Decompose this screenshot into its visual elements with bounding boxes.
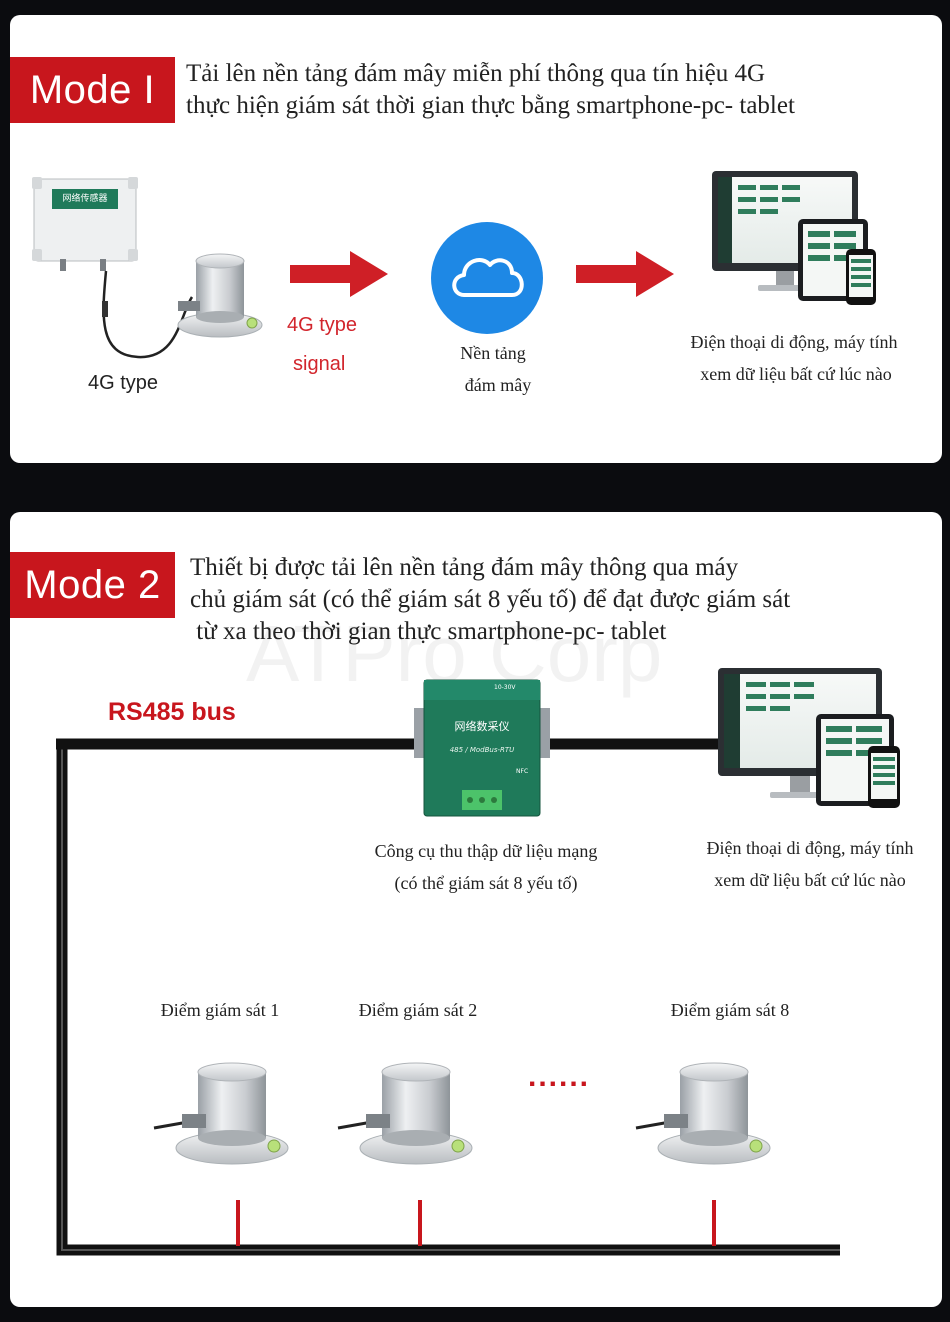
sensor-icon <box>177 253 263 338</box>
mode-1-heading-line-2: thực hiện giám sát thời gian thực bằng s… <box>186 92 795 119</box>
transmitter-screen-text: 网络传感器 <box>62 194 108 204</box>
monitor-label-line-1: Điện thoại di động, máy tính <box>690 332 898 352</box>
mode-1-heading-line-1: Tải lên nền tảng đám mây miễn phí thông … <box>186 60 766 87</box>
mode-1-badge: Mode I <box>10 57 175 123</box>
mode-2-badge: Mode 2 <box>10 552 175 618</box>
collector-label-line-1: Công cụ thu thập dữ liệu mạng <box>374 841 598 861</box>
monitor-label-line-2: xem dữ liệu bất cứ lúc nào <box>700 364 892 384</box>
monitoring-point-label: Điểm giám sát 1 <box>160 1000 280 1020</box>
collector-title: 网络数采仪 <box>454 720 510 733</box>
collector-voltage: 10-30V <box>494 684 516 691</box>
signal-label-line-2: signal <box>293 353 346 375</box>
collector-subtitle: 485 / ModBus-RTU <box>449 746 515 754</box>
monitor-label-line-2: xem dữ liệu bất cứ lúc nào <box>714 870 906 890</box>
mode-2-heading-line-3: từ xa theo thời gian thực smartphone-pc-… <box>190 618 667 645</box>
monitor-label-line-1: Điện thoại di động, máy tính <box>706 838 914 858</box>
cloud-icon <box>431 222 543 334</box>
transmitter-box-icon <box>32 177 138 271</box>
rs485-bus-wire <box>56 738 840 1256</box>
sensor-icon <box>337 1062 473 1165</box>
mode-1-panel: Mode I Tải lên nền tảng đám mây miễn phí… <box>10 15 942 463</box>
sensor-icon <box>635 1062 771 1165</box>
signal-label-line-1: 4G type <box>287 314 358 336</box>
monitoring-point-label: Điểm giám sát 8 <box>670 1000 790 1020</box>
collector-nfc: NFC <box>516 768 529 775</box>
mode-2-panel: Mode 2 Thiết bị được tải lên nền tảng đá… <box>10 512 942 1307</box>
mode-2-heading-line-2: chủ giám sát (có thể giám sát 8 yếu tố) … <box>190 586 791 613</box>
collector-label-line-2: (có thể giám sát 8 yếu tố) <box>394 873 578 893</box>
multi-device-icon <box>718 668 900 808</box>
device-type-label: 4G type <box>88 372 159 394</box>
data-collector-icon <box>414 679 550 817</box>
bus-label: RS485 bus <box>108 698 236 726</box>
cloud-label-line-1: Nền tảng <box>460 343 526 363</box>
multi-device-icon <box>712 171 876 305</box>
monitoring-point-label: Điểm giám sát 2 <box>358 1000 478 1020</box>
mode-2-heading-line-1: Thiết bị được tải lên nền tảng đám mây t… <box>190 554 739 581</box>
ellipsis-indicator: ...... <box>528 1060 591 1093</box>
sensor-icon <box>153 1062 289 1165</box>
cloud-label-line-2: đám mây <box>464 375 532 395</box>
arrow-right-icon <box>290 251 388 297</box>
arrow-right-icon <box>576 251 674 297</box>
